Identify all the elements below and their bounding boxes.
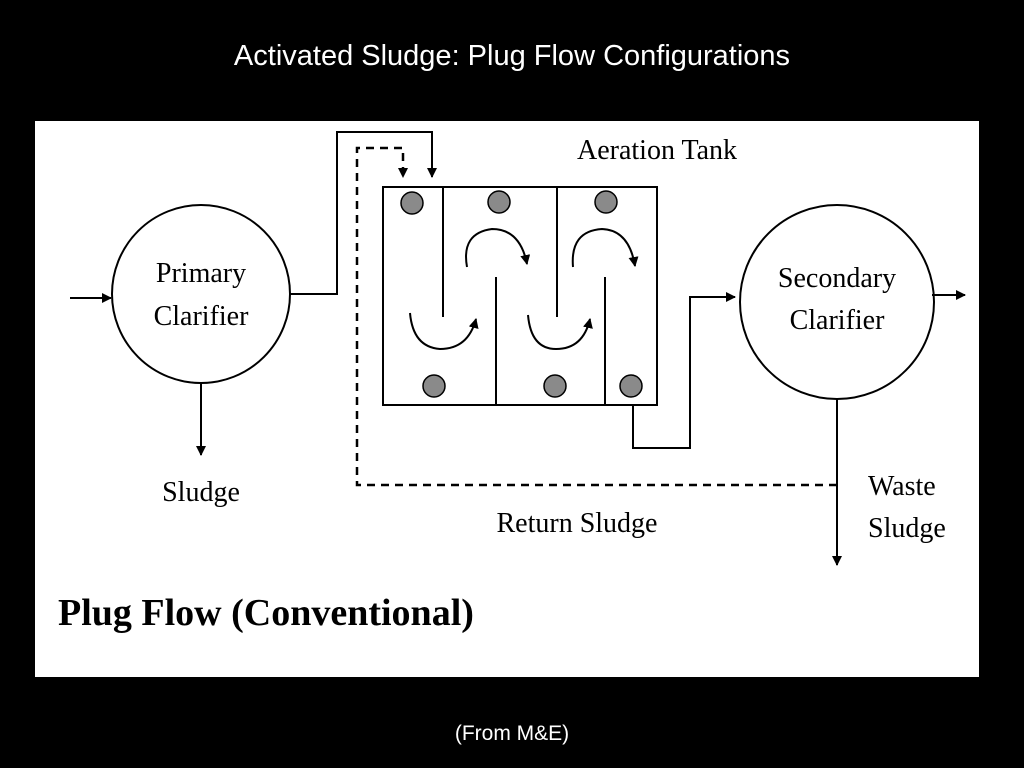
tank-effluent-line (632, 292, 736, 449)
primary-clarifier-label-line2: Clarifier (154, 301, 250, 332)
return-sludge-line (355, 146, 837, 487)
slide-title: Activated Sludge: Plug Flow Configuratio… (233, 40, 791, 72)
diffuser-icon (619, 374, 643, 398)
circulation-arrow-icon (465, 227, 531, 268)
secondary-clarifier-circle (739, 204, 935, 400)
waste-sludge-label-line2: Sludge (868, 513, 946, 544)
configuration-label: Plug Flow (Conventional) (58, 592, 474, 634)
return-sludge-label: Return Sludge (497, 508, 658, 539)
plug-flow-diagram: Primary Clarifier Sludge Aeration Tank S… (58, 131, 966, 634)
secondary-clarifier-label-line2: Clarifier (790, 305, 886, 336)
sludge-label: Sludge (162, 477, 240, 508)
primary-clarifier-circle (111, 204, 291, 384)
diffuser-icon (422, 374, 446, 398)
aeration-tank-label: Aeration Tank (577, 135, 737, 166)
circulation-arrow-icon (527, 314, 593, 351)
primary-effluent-line (290, 131, 437, 295)
source-caption: (From M&E) (454, 722, 570, 745)
aeration-tank (382, 186, 658, 406)
circulation-arrow-icon (571, 227, 639, 268)
secondary-clarifier-label-line1: Secondary (778, 263, 896, 294)
diffuser-icon (487, 190, 511, 214)
diffuser-icon (400, 191, 424, 215)
diffuser-icon (543, 374, 567, 398)
waste-sludge-label-line1: Waste (868, 471, 936, 502)
diffuser-icon (594, 190, 618, 214)
diagram-panel: Primary Clarifier Sludge Aeration Tank S… (35, 121, 979, 677)
primary-clarifier-label-line1: Primary (156, 258, 246, 289)
circulation-arrow-icon (409, 312, 479, 351)
